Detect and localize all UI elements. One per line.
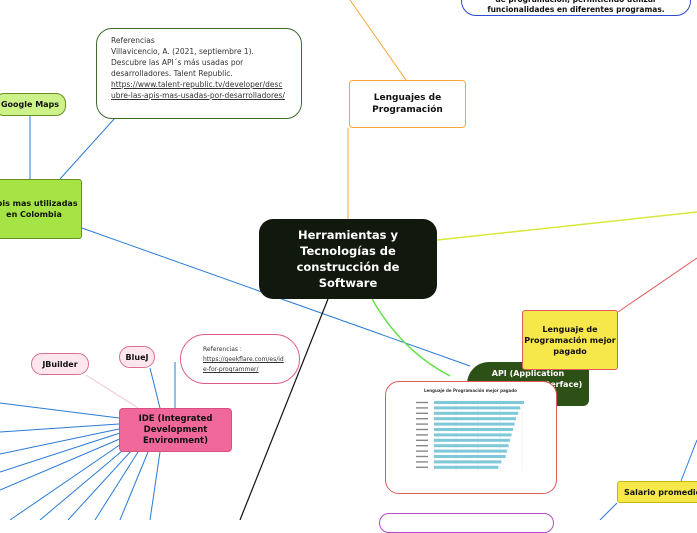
chart-category-label: [416, 450, 428, 452]
apis-colombia-label: Apis mas utilizadas en Colombia: [0, 199, 78, 219]
line-ide-left-6: [9, 441, 125, 520]
bluej-node[interactable]: BlueJ: [119, 346, 155, 368]
chart-bar: [434, 411, 519, 415]
line-central-right: [436, 211, 697, 241]
chart-category-label: [416, 434, 428, 436]
chart-category-label: [416, 428, 428, 431]
chart-bar: [434, 417, 516, 421]
apis-colombia-node[interactable]: Apis mas utilizadas en Colombia: [0, 179, 82, 239]
chart-bar: [434, 433, 512, 437]
central-topic-node[interactable]: Herramientas y Tecnologías de construcci…: [259, 219, 437, 299]
line-salario-down: [599, 502, 618, 520]
google-maps-label: Google Maps: [0, 100, 60, 109]
referencias-ide-link[interactable]: https://geekflare.com/es/ide-for-program…: [203, 356, 284, 373]
referencias-title: Referencias: [111, 36, 155, 45]
lenguaje-mejor-pagado-node[interactable]: Lenguaje de Programación mejor pagado: [522, 310, 618, 370]
chart-bar: [434, 455, 506, 458]
referencias-apis-note[interactable]: Referencias Villavicencio, A. (2021, sep…: [96, 28, 302, 119]
chart-bar: [434, 460, 502, 464]
line-ide-left-2: [0, 423, 120, 433]
chart-bar: [434, 406, 521, 410]
line-ide-left-5: [0, 437, 123, 491]
chart-bar: [434, 465, 499, 469]
google-maps-node[interactable]: Google Maps: [0, 93, 66, 116]
referencias-link[interactable]: https://www.talent-republic.tv/developer…: [111, 80, 285, 100]
line-ide-left-7: [39, 445, 129, 520]
chart-category-label: [416, 461, 428, 463]
line-ide-left-3: [0, 428, 120, 455]
salario-label: Salario promedio s: [624, 487, 697, 497]
chart-category-label: [416, 455, 428, 458]
chart-title: Lenguaje de Programación mejor pagado: [424, 388, 517, 393]
line-central-down: [239, 298, 329, 520]
chart-bar: [434, 428, 514, 431]
top-right-description-text: de programación, permitiendo utilizar fu…: [487, 0, 665, 14]
salario-promedio-node[interactable]: Salario promedio s: [617, 481, 697, 503]
referencias-citation: Villavicencio, A. (2021, septiembre 1). …: [111, 47, 254, 78]
chart-bar: [434, 401, 524, 404]
ide-label: IDE (Integrated Development Environment): [138, 413, 213, 446]
line-ide-left-4: [0, 432, 121, 473]
jbuilder-node[interactable]: JBuilder: [31, 353, 89, 375]
line-ide-left-1: [0, 402, 120, 419]
salary-chart-card[interactable]: Lenguaje de Programación mejor pagado: [385, 381, 557, 494]
lenguajes-de-programacion-node[interactable]: Lenguajes de Programación: [349, 80, 466, 128]
line-central-api: [370, 296, 451, 377]
chart-category-label: [416, 418, 428, 420]
line-ide-left-10: [119, 451, 149, 520]
salary-bar-chart: [416, 399, 524, 472]
line-ide-bluej: [149, 367, 161, 409]
chart-bar: [434, 422, 515, 426]
line-lenguajes-up: [349, 0, 407, 81]
chart-category-label: [416, 401, 428, 404]
chart-category-label: [416, 439, 428, 441]
line-ide-left-11: [149, 451, 161, 520]
lenguajes-label: Lenguajes de Programación: [372, 93, 443, 115]
referencias-ide-title: Referencias :: [203, 346, 242, 353]
chart-category-label: [416, 412, 428, 414]
line-ide-left-8: [67, 449, 133, 520]
lenguaje-mejor-pagado-label: Lenguaje de Programación mejor pagado: [524, 324, 616, 356]
chart-category-label: [416, 423, 428, 425]
central-topic-title: Herramientas y Tecnologías de construcci…: [296, 228, 400, 290]
line-ide-jbuilder: [85, 374, 139, 409]
bottom-partial-node[interactable]: [379, 513, 554, 533]
chart-bar: [434, 444, 509, 448]
line-lenguaje-right: [617, 257, 697, 313]
line-apis-ref: [59, 117, 116, 180]
line-salario-up: [680, 439, 697, 482]
jbuilder-label: JBuilder: [42, 359, 78, 369]
chart-category-label: [416, 445, 428, 447]
bluej-label: BlueJ: [125, 352, 149, 362]
ide-node[interactable]: IDE (Integrated Development Environment): [119, 408, 232, 452]
chart-bar: [434, 449, 508, 453]
chart-category-label: [416, 466, 428, 468]
line-ide-left-9: [94, 451, 139, 520]
top-right-description-box[interactable]: de programación, permitiendo utilizar fu…: [461, 0, 691, 16]
chart-bar: [434, 438, 511, 442]
referencias-ide-note[interactable]: Referencias : https://geekflare.com/es/i…: [180, 334, 300, 384]
chart-category-label: [416, 407, 428, 409]
